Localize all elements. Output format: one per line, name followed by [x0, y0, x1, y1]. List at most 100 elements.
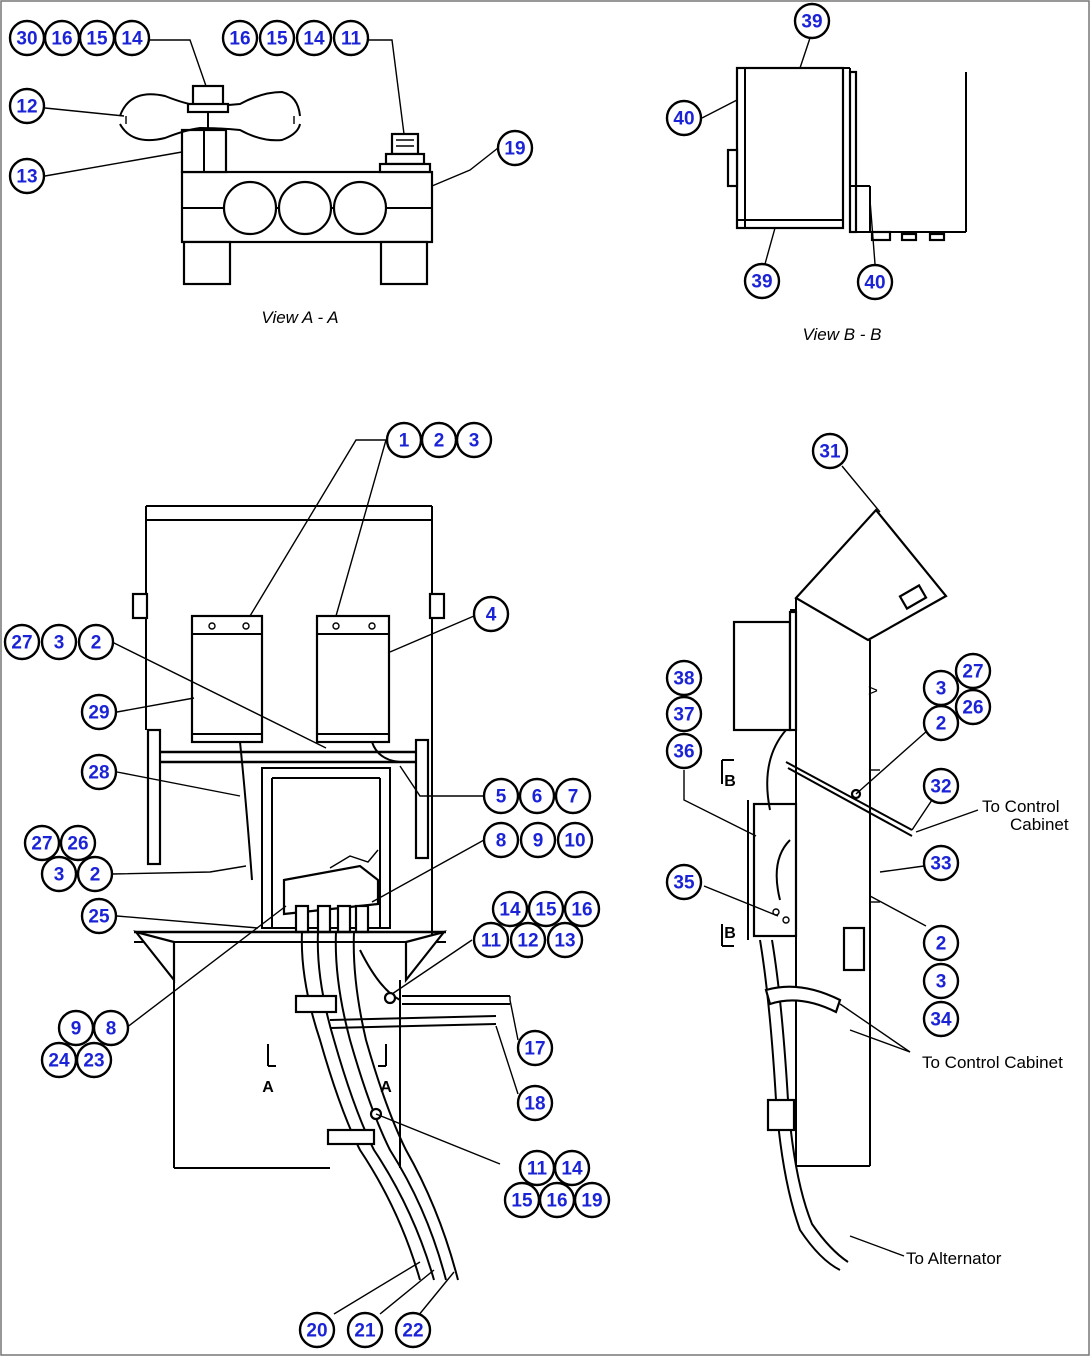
callout-bubble-26: 26 [954, 688, 992, 726]
callout-number: 20 [306, 1321, 327, 1342]
callout-bubble-22: 22 [394, 1311, 432, 1349]
callout-number: 14 [303, 29, 325, 50]
callout-number: 3 [936, 679, 947, 700]
callout-number: 2 [936, 934, 947, 955]
callout-bubble-12: 12 [8, 87, 46, 125]
callout-bubble-20: 20 [298, 1311, 336, 1349]
view-b-b-drawing [701, 37, 967, 265]
callout-bubble-16: 16 [43, 19, 81, 57]
callout-number: 14 [121, 29, 143, 50]
callout-number: 36 [673, 742, 694, 763]
callout-number: 9 [71, 1019, 82, 1040]
callout-number: 19 [581, 1191, 602, 1212]
view-b-b-title: View B - B [802, 325, 881, 344]
callout-number: 26 [962, 698, 983, 719]
callout-bubble-15: 15 [503, 1181, 541, 1219]
callout-number: 19 [504, 139, 525, 160]
callout-number: 8 [106, 1019, 117, 1040]
callout-number: 28 [88, 763, 109, 784]
callout-number: 11 [527, 1159, 548, 1180]
callout-number: 16 [229, 29, 250, 50]
section-a-marker-right: A [380, 1079, 392, 1096]
callout-number: 11 [481, 931, 502, 952]
to-alternator-label: To Alternator [906, 1249, 1002, 1268]
callout-number: 37 [673, 705, 694, 726]
callout-bubble-28: 28 [80, 753, 118, 791]
callout-number: 8 [496, 831, 507, 852]
callout-bubble-14: 14 [113, 19, 151, 57]
callout-bubble-39: 39 [793, 2, 831, 40]
callout-number: 3 [469, 431, 480, 452]
view-a-a-title: View A - A [261, 308, 338, 327]
callout-bubble-15: 15 [78, 19, 116, 57]
callout-bubble-26: 26 [59, 824, 97, 862]
callout-number: 18 [524, 1094, 545, 1115]
callout-number: 14 [499, 900, 521, 921]
callout-bubble-19: 19 [496, 129, 534, 167]
section-b-marker-top: B [724, 773, 736, 790]
section-b-marker-bottom: B [724, 925, 736, 942]
callout-number: 15 [535, 900, 557, 921]
callout-number: 1 [399, 431, 410, 452]
callout-number: 15 [266, 29, 288, 50]
callout-number: 2 [90, 865, 101, 886]
callout-bubble-7: 7 [554, 777, 592, 815]
callout-bubble-19: 19 [573, 1181, 611, 1219]
callout-bubble-15: 15 [527, 890, 565, 928]
callout-number: 4 [486, 605, 497, 626]
callout-bubble-32: 32 [922, 767, 960, 805]
callout-bubble-35: 35 [665, 863, 703, 901]
callout-bubble-2: 2 [77, 623, 115, 661]
callout-number: 34 [930, 1010, 952, 1031]
callout-bubble-37: 37 [665, 695, 703, 733]
to-control-cabinet-label-2: To Control Cabinet [922, 1053, 1063, 1072]
view-a-a-drawing [44, 39, 499, 286]
callout-number: 12 [517, 931, 538, 952]
callout-bubble-2: 2 [76, 855, 114, 893]
callout-bubble-6: 6 [518, 777, 556, 815]
callout-bubble-13: 13 [8, 157, 46, 195]
callout-bubble-31: 31 [811, 432, 849, 470]
callout-bubble-9: 9 [57, 1009, 95, 1047]
callout-bubble-36: 36 [665, 732, 703, 770]
callout-bubble-21: 21 [346, 1311, 384, 1349]
callout-number: 15 [86, 29, 108, 50]
callout-bubble-13: 13 [546, 921, 584, 959]
callout-bubble-38: 38 [665, 659, 703, 697]
callout-bubble-12: 12 [509, 921, 547, 959]
callout-number: 27 [31, 834, 52, 855]
callout-number: 2 [936, 714, 947, 735]
callout-number: 13 [554, 931, 575, 952]
callout-bubble-9: 9 [519, 821, 557, 859]
callout-number: 32 [930, 777, 951, 798]
callout-number: 27 [11, 633, 32, 654]
callout-number: 24 [48, 1051, 70, 1072]
callout-number: 23 [83, 1051, 104, 1072]
callout-bubble-24: 24 [40, 1041, 78, 1079]
callout-bubble-3: 3 [40, 855, 78, 893]
callout-bubble-39: 39 [743, 262, 781, 300]
callout-number: 25 [88, 907, 110, 928]
callout-bubble-11: 11 [332, 19, 370, 57]
callout-bubble-8: 8 [92, 1009, 130, 1047]
callout-number: 9 [533, 831, 544, 852]
callout-bubble-2: 2 [420, 421, 458, 459]
side-assembly-drawing: > [683, 465, 979, 1271]
callout-bubble-4: 4 [472, 595, 510, 633]
callout-bubble-40: 40 [665, 99, 703, 137]
callout-bubble-34: 34 [922, 1000, 960, 1038]
callout-number: 7 [568, 787, 579, 808]
callout-number: 16 [546, 1191, 567, 1212]
callout-number: 26 [67, 834, 88, 855]
callout-bubble-8: 8 [482, 821, 520, 859]
callout-number: 29 [88, 703, 109, 724]
callout-bubble-3: 3 [455, 421, 493, 459]
callout-bubble-14: 14 [491, 890, 529, 928]
callout-bubble-30: 30 [8, 19, 46, 57]
callout-number: 5 [496, 787, 507, 808]
callout-number: 11 [341, 29, 362, 50]
callout-bubble-14: 14 [295, 19, 333, 57]
callout-bubble-29: 29 [80, 693, 118, 731]
callout-number: 30 [16, 29, 37, 50]
callout-bubble-16: 16 [538, 1181, 576, 1219]
